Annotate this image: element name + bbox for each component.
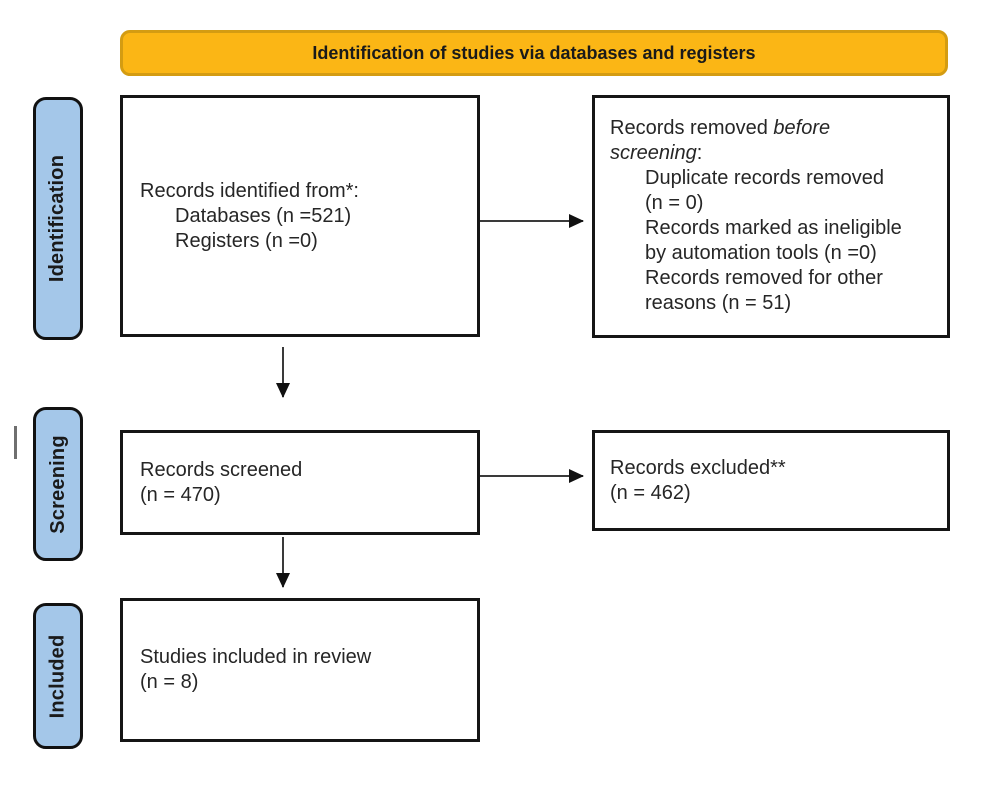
rail-screening: Screening xyxy=(33,407,83,561)
rail-included: Included xyxy=(33,603,83,749)
records-removed-title-line2: screening: xyxy=(610,141,939,166)
studies-included-line: Studies included in review xyxy=(140,646,372,668)
records-excluded-n: (n = 462) xyxy=(610,481,691,504)
removed-item-duplicates: Duplicate records removed xyxy=(645,167,884,189)
studies-included-n: (n = 8) xyxy=(140,671,199,693)
records-excluded-line: Records excluded** xyxy=(610,456,786,479)
removed-item-ineligible-n: by automation tools (n =0) xyxy=(645,242,877,264)
rail-identification: Identification xyxy=(33,97,83,340)
records-identified-registers: Registers (n =0) xyxy=(175,229,318,252)
records-removed-title-italic2: screening xyxy=(610,142,697,164)
removed-item-other-n: reasons (n = 51) xyxy=(645,292,792,314)
records-screened-line: Records screened xyxy=(140,458,303,481)
records-removed-title-colon: : xyxy=(696,142,703,164)
rail-screening-label: Screening xyxy=(46,434,69,534)
records-removed-title-regular: Records removed xyxy=(610,117,774,139)
records-screened-n: (n = 470) xyxy=(140,483,221,506)
removed-item-ineligible: Records marked as ineligible xyxy=(645,217,902,239)
box-records-excluded: Records excluded** (n = 462) xyxy=(592,430,950,531)
banner-title: Identification of studies via databases … xyxy=(312,42,756,63)
records-identified-line: Records identified from*: xyxy=(140,179,359,202)
box-records-identified: Records identified from*: Databases (n =… xyxy=(120,95,480,337)
removed-item-other: Records removed for other xyxy=(645,267,883,289)
rail-included-label: Included xyxy=(46,634,69,718)
records-identified-databases: Databases (n =521) xyxy=(175,204,352,227)
box-studies-included: Studies included in review (n = 8) xyxy=(120,598,480,742)
box-records-removed: Records removed before screening: Duplic… xyxy=(592,95,950,338)
removed-item-duplicates-n: (n = 0) xyxy=(645,192,704,214)
banner-identification-of-studies: Identification of studies via databases … xyxy=(120,30,948,76)
records-removed-title-italic1: before xyxy=(773,117,831,139)
left-margin-tick xyxy=(14,426,17,459)
records-removed-title-line1: Records removed before xyxy=(610,116,939,141)
box-records-screened: Records screened (n = 470) xyxy=(120,430,480,535)
rail-identification-label: Identification xyxy=(46,154,69,283)
